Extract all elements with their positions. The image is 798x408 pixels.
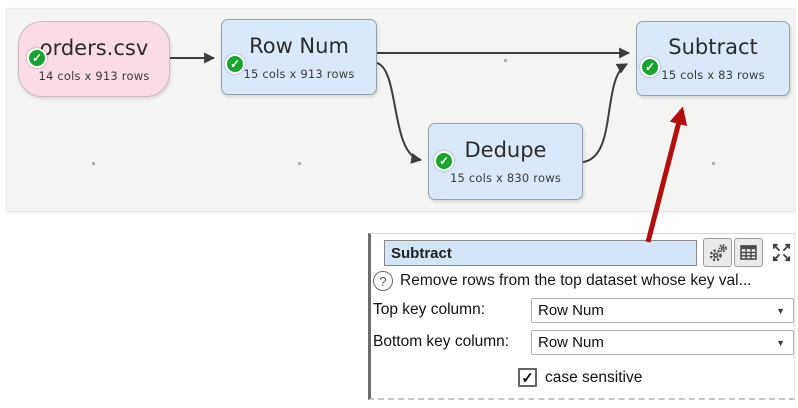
node-title: Dedupe [464,138,547,162]
settings-button[interactable] [703,238,732,267]
case-sensitive-label: case sensitive [545,368,643,386]
case-sensitive-checkbox[interactable]: ✓ [518,368,537,387]
bottom-key-column-select[interactable]: Row Num ▼ [531,330,794,355]
table-icon [740,245,757,260]
node-subtract[interactable]: ✓ Subtract 15 cols x 83 rows [636,21,790,96]
chevron-down-icon: ▼ [776,305,785,316]
bottom-key-column-label: Bottom key column: [373,333,510,350]
node-orders-csv[interactable]: ✓ orders.csv 14 cols x 913 rows [18,21,170,97]
show-table-button[interactable] [734,238,763,267]
grid-dot [712,162,715,165]
node-row-num[interactable]: ✓ Row Num 15 cols x 913 rows [221,19,377,95]
grid-dot [298,162,301,165]
chevron-down-icon: ▼ [776,337,785,348]
status-ok-icon: ✓ [640,57,660,77]
node-dedupe[interactable]: ✓ Dedupe 15 cols x 830 rows [428,123,583,200]
transform-name-input[interactable] [384,240,697,266]
node-title: Subtract [668,35,758,59]
node-subtitle: 15 cols x 913 rows [243,66,355,81]
status-ok-icon: ✓ [225,54,245,74]
top-key-column-select[interactable]: Row Num ▼ [531,298,794,323]
transform-properties-panel: ? Remove rows from the top dataset whose… [368,233,795,400]
maximize-arrows-icon [772,243,790,262]
top-key-column-value: Row Num [538,302,604,319]
transform-description: Remove rows from the top dataset whose k… [400,272,752,289]
maximize-button[interactable] [766,238,796,267]
gear-icon [709,243,727,261]
bottom-key-column-value: Row Num [538,334,604,351]
grid-dot [92,162,95,165]
node-subtitle: 14 cols x 913 rows [38,68,150,83]
grid-dot [504,59,507,62]
node-subtitle: 15 cols x 830 rows [449,171,562,185]
help-icon: ? [373,271,393,291]
status-ok-icon: ✓ [434,151,454,171]
status-ok-icon: ✓ [27,48,47,68]
top-key-column-label: Top key column: [373,301,485,318]
node-subtitle: 15 cols x 83 rows [661,68,765,82]
node-title: orders.csv [39,35,149,60]
node-title: Row Num [249,33,349,58]
